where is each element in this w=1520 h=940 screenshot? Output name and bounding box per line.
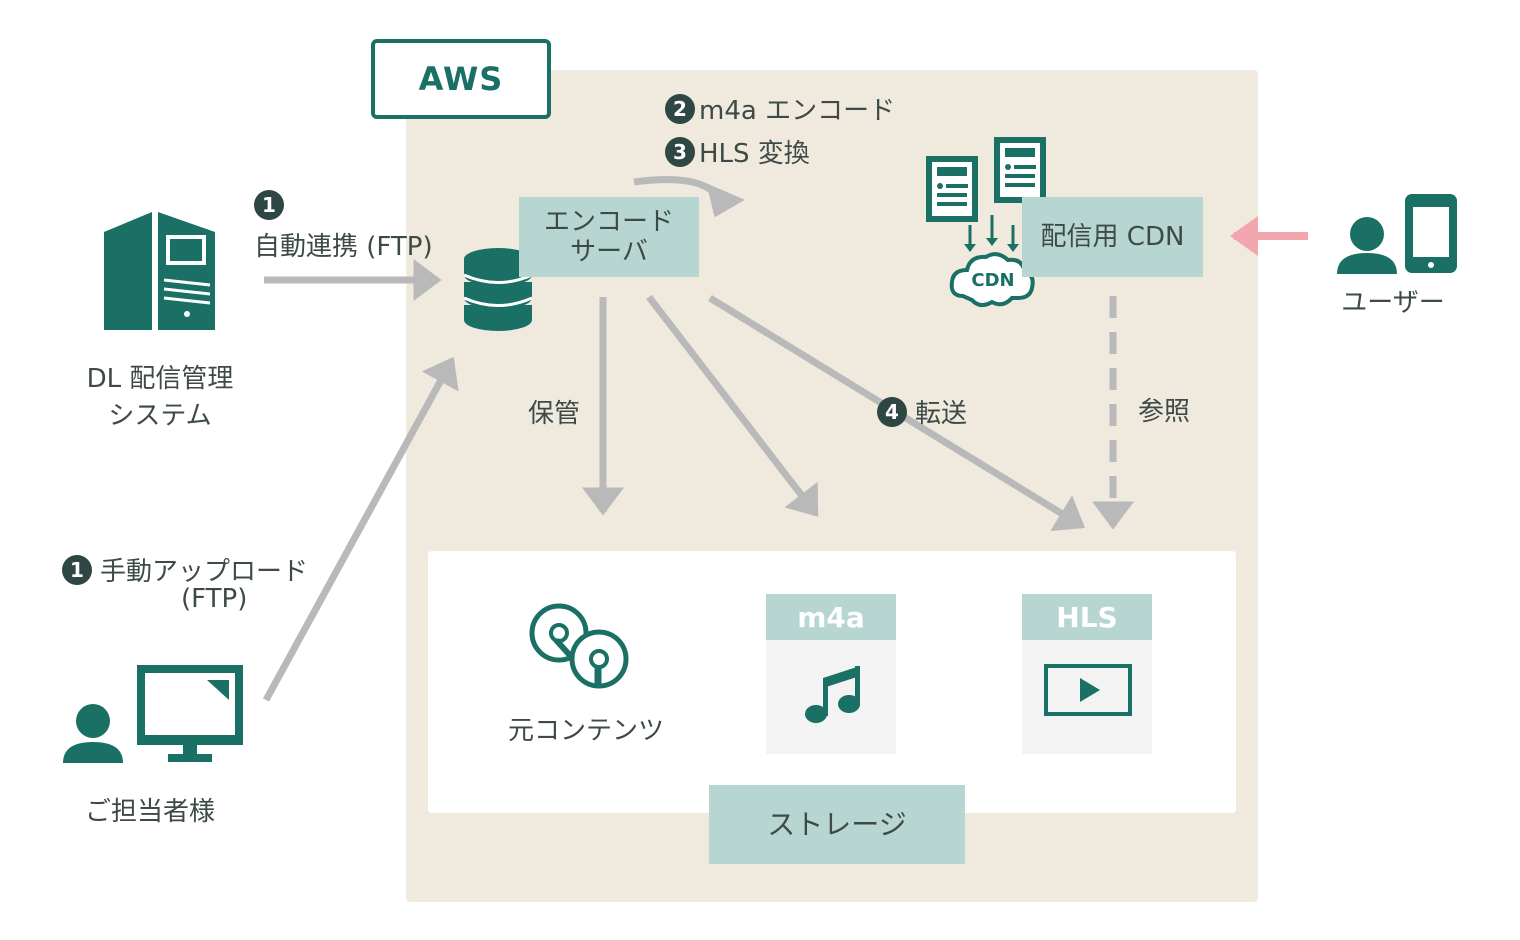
arrow-to-m4a bbox=[646, 294, 819, 517]
step-badge: 3 bbox=[665, 136, 695, 167]
step-badge: 4 bbox=[877, 396, 907, 427]
edge-label-store: 保管 bbox=[528, 399, 581, 429]
step-auto-link-badge-wrap: 1 bbox=[254, 190, 284, 220]
step-m4a-encode-label: m4a エンコード bbox=[699, 96, 896, 126]
encode-server-label-line1: エンコード bbox=[543, 207, 674, 237]
staff-label: ご担当者様 bbox=[84, 797, 215, 827]
cdn-box: 配信用 CDN bbox=[1022, 197, 1203, 277]
step-badge: 2 bbox=[665, 93, 695, 124]
m4a-file-card: m4a bbox=[766, 594, 896, 754]
aws-label: AWS bbox=[371, 39, 551, 119]
step-manual-upload: 1 手動アップロード bbox=[62, 551, 308, 588]
edge-label-reference: 参照 bbox=[1138, 397, 1191, 427]
storage-box: ストレージ bbox=[709, 785, 965, 864]
step-badge: 1 bbox=[254, 190, 284, 220]
cdn-cloud-label: CDN bbox=[971, 270, 1015, 291]
encode-server-label-line2: サーバ bbox=[570, 237, 648, 267]
step-transfer: 4 転送 bbox=[877, 393, 967, 430]
hls-file-card: HLS bbox=[1022, 594, 1152, 754]
step-badge: 1 bbox=[62, 554, 92, 585]
original-contents-label: 元コンテンツ bbox=[507, 716, 664, 746]
step-hls-convert-label: HLS 変換 bbox=[699, 139, 810, 169]
dl-system-label-line1: DL 配信管理 bbox=[86, 364, 234, 394]
dl-system-label: DL 配信管理 システム bbox=[60, 358, 260, 432]
storage-label: ストレージ bbox=[767, 807, 907, 841]
m4a-file-header: m4a bbox=[766, 594, 896, 640]
music-note-icon bbox=[805, 666, 860, 723]
cdn-label: 配信用 CDN bbox=[1040, 222, 1185, 252]
step-transfer-label: 転送 bbox=[915, 399, 968, 429]
step-auto-link-label: 自動連携 (FTP) bbox=[254, 232, 433, 262]
video-player-icon bbox=[1044, 664, 1132, 716]
user-label: ユーザー bbox=[1341, 288, 1445, 318]
hls-file-header: HLS bbox=[1022, 594, 1152, 640]
arrow-encode-loop bbox=[633, 176, 745, 218]
dl-system-label-line2: システム bbox=[108, 401, 212, 431]
step-m4a-encode: 2 m4a エンコード bbox=[665, 90, 895, 127]
arrow-manual-upload bbox=[262, 356, 459, 702]
encode-server-box: エンコード サーバ bbox=[519, 197, 699, 277]
step-manual-upload-label-line2: (FTP) bbox=[181, 584, 248, 614]
step-manual-upload-label-line1: 手動アップロード bbox=[100, 557, 309, 587]
step-hls-convert: 3 HLS 変換 bbox=[665, 133, 810, 170]
